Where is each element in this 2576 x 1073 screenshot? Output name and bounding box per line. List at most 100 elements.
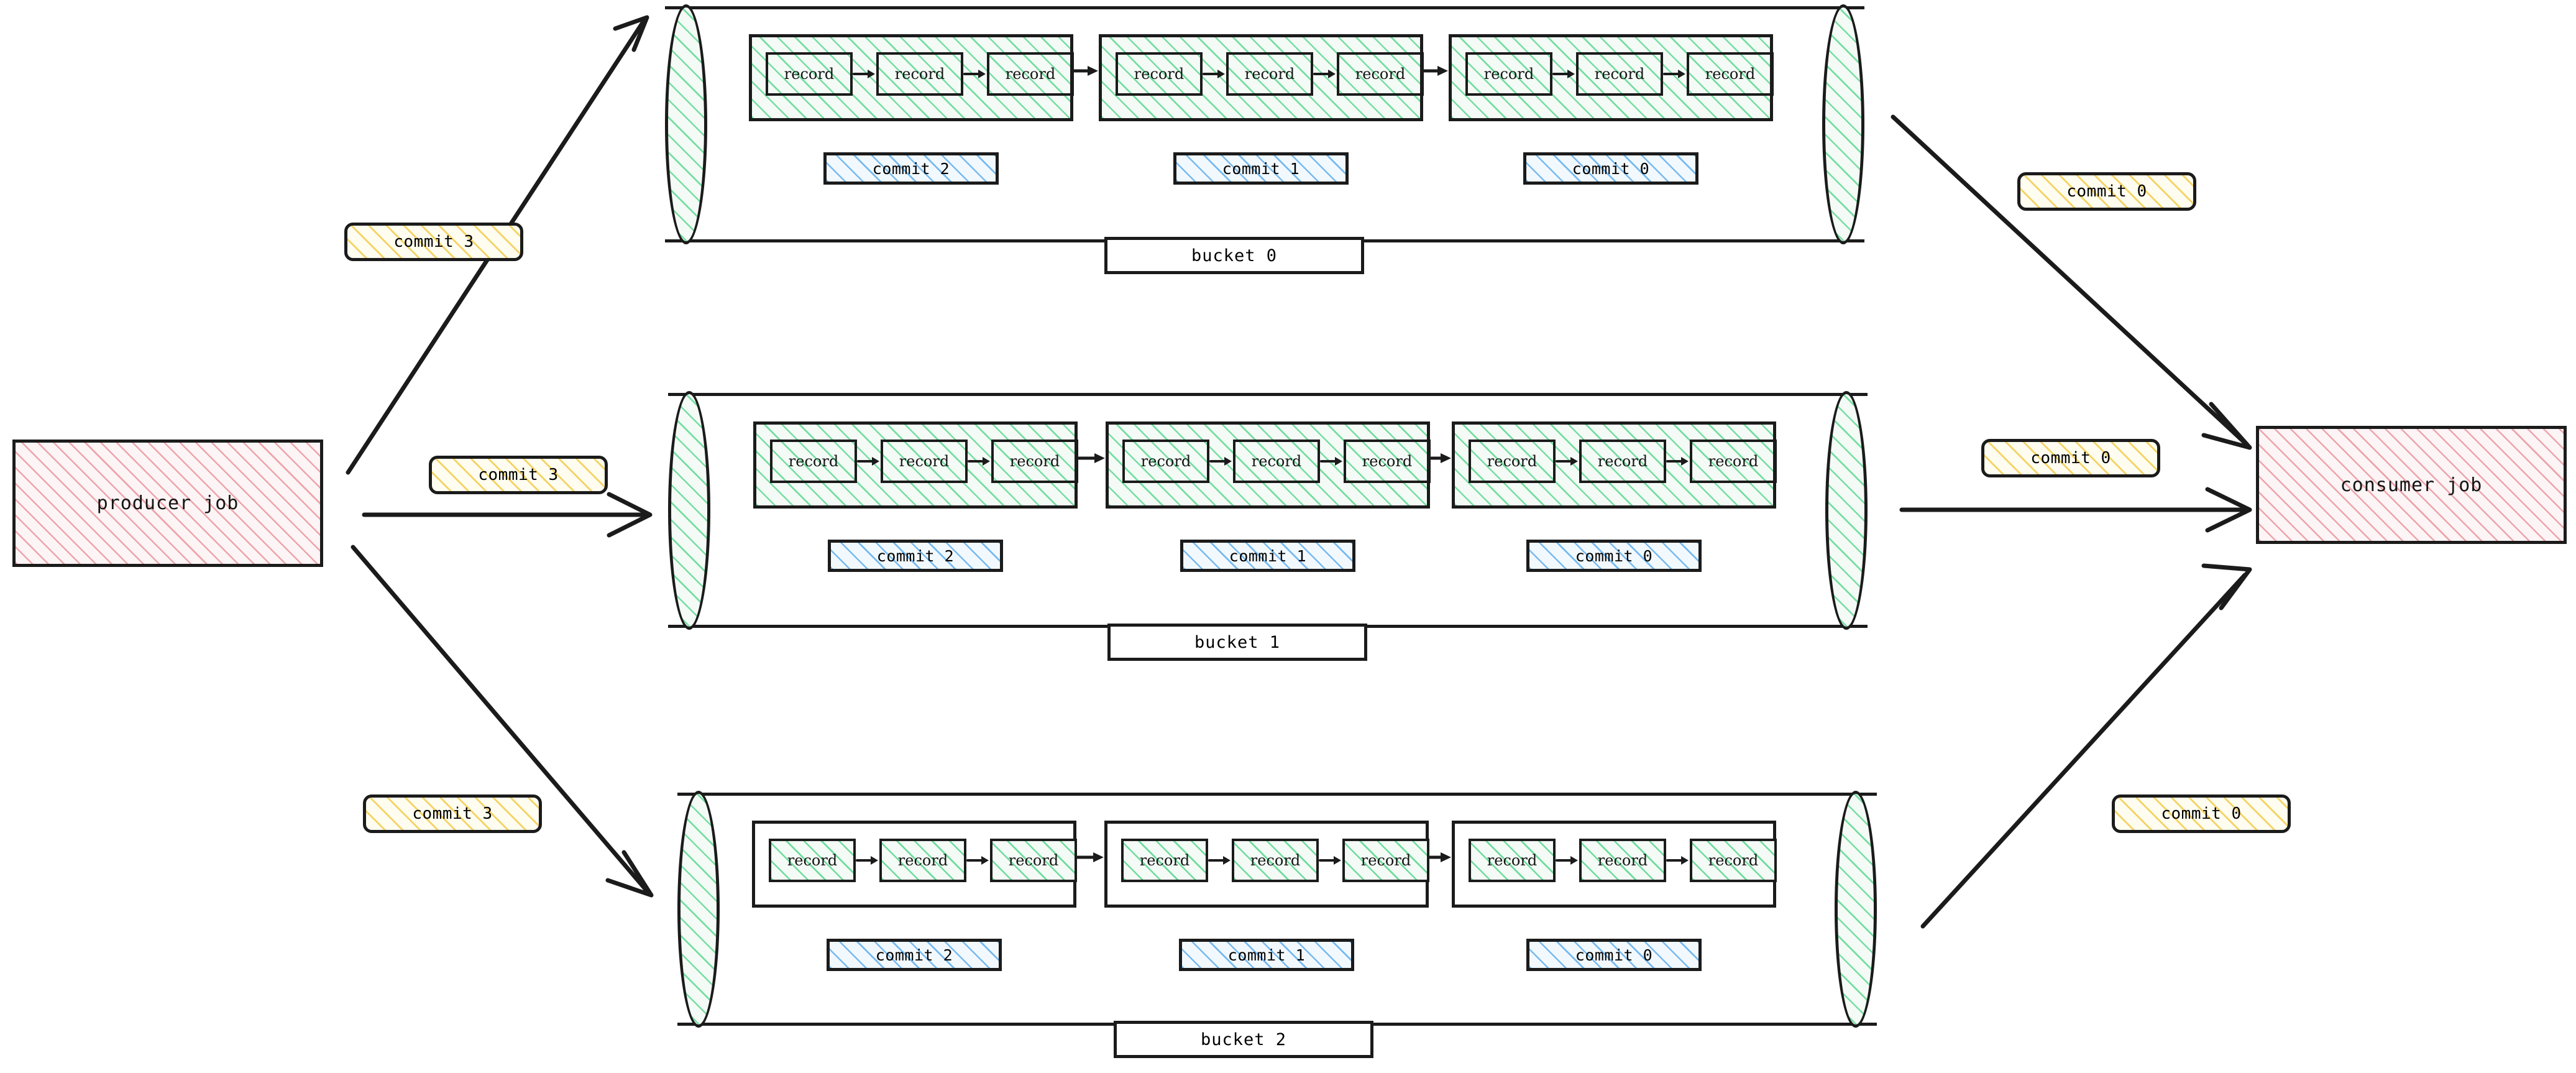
record-box[interactable]: record [1344,440,1431,483]
commit-group[interactable]: record record record [1452,821,1777,908]
commit-group[interactable]: record record record [1452,421,1777,509]
record-label: record [1708,852,1759,869]
record-label: record [1705,65,1756,83]
record-box[interactable]: record [1121,839,1208,882]
record-label: record [1708,453,1759,470]
record-label: record [899,453,950,470]
record-link-arrow-icon [1208,856,1231,865]
record-link-arrow-icon [856,856,878,865]
bucket-label[interactable]: bucket 2 [1114,1021,1373,1058]
commit-tag-label: commit 2 [872,159,950,178]
record-box[interactable]: record [1465,52,1552,96]
produce-edge-pill[interactable]: commit 3 [429,456,608,494]
record-box[interactable]: record [766,52,853,96]
record-box[interactable]: record [1232,839,1319,882]
commit-tag[interactable]: commit 0 [1523,152,1698,185]
record-box[interactable]: record [1342,839,1429,882]
record-link-arrow-icon [1552,70,1575,78]
edge-producer-to-bucket-2 [351,545,654,898]
record-link-arrow-icon [1666,457,1689,466]
record-box[interactable]: record [1690,440,1777,483]
record-box[interactable]: record [1690,839,1777,882]
commit-tag-label: commit 0 [1575,946,1653,964]
record-box[interactable]: record [987,52,1074,96]
record-box[interactable]: record [1469,839,1556,882]
commit-tag[interactable]: commit 1 [1173,152,1349,185]
bucket-label-text: bucket 2 [1200,1029,1287,1049]
producer-job-box[interactable]: producer job [12,440,323,567]
consume-edge-pill-label: commit 0 [2161,804,2242,823]
commit-tag[interactable]: commit 0 [1526,939,1702,971]
record-box[interactable]: record [1337,52,1424,96]
commit-tag-label: commit 1 [1227,946,1306,964]
record-box[interactable]: record [1469,440,1556,483]
produce-edge-pill[interactable]: commit 3 [363,794,542,833]
commit-link-arrow-icon [1073,66,1098,76]
record-box[interactable]: record [1226,52,1313,96]
record-box[interactable]: record [770,440,857,483]
record-label: record [784,65,835,83]
commit-tag[interactable]: commit 2 [827,939,1002,971]
bucket-label-text: bucket 0 [1191,246,1278,265]
produce-edge-pill[interactable]: commit 3 [344,223,523,261]
record-label: record [897,852,948,869]
record-box[interactable]: record [879,839,966,882]
commit-tag-label: commit 0 [1572,159,1650,178]
record-label: record [788,453,839,470]
record-label: record [1487,852,1538,869]
cylinder-cap-left [677,791,720,1028]
commit-tag[interactable]: commit 1 [1179,939,1354,971]
record-box[interactable]: record [769,839,856,882]
record-label: record [1487,453,1538,470]
producer-job-label: producer job [96,492,239,514]
record-box[interactable]: record [881,440,968,483]
record-label: record [1355,65,1406,83]
commit-tag[interactable]: commit 2 [823,152,999,185]
commit-tag-label: commit 1 [1229,546,1307,565]
record-link-arrow-icon [1556,457,1578,466]
commit-group[interactable]: record record record [752,821,1077,908]
record-label: record [1360,852,1411,869]
commit-group[interactable]: record record record [753,421,1078,509]
record-box[interactable]: record [1579,440,1666,483]
record-label: record [1139,852,1190,869]
consume-edge-pill-label: commit 0 [2066,182,2147,201]
consume-edge-pill[interactable]: commit 0 [2017,172,2196,211]
consumer-job-box[interactable]: consumer job [2256,426,2567,544]
record-link-arrow-icon [963,70,986,78]
commit-group[interactable]: record record record [1106,421,1431,509]
commit-group[interactable]: record record record [1104,821,1429,908]
commit-group[interactable]: record record record [1099,34,1424,121]
consume-edge-pill[interactable]: commit 0 [1981,439,2160,477]
consume-edge-pill[interactable]: commit 0 [2112,794,2291,833]
record-box[interactable]: record [1116,52,1203,96]
commit-tag[interactable]: commit 2 [828,540,1003,572]
commit-tag-label: commit 0 [1575,546,1653,565]
bucket-label[interactable]: bucket 1 [1107,624,1367,661]
edge-bucket-2-to-consumer [1920,563,2252,929]
record-box[interactable]: record [1122,440,1209,483]
record-box[interactable]: record [1687,52,1774,96]
commit-tag-label: commit 2 [876,546,955,565]
record-box[interactable]: record [1579,839,1666,882]
cylinder-cap-right [1822,4,1864,244]
bucket-label[interactable]: bucket 0 [1104,237,1364,274]
record-link-arrow-icon [853,70,875,78]
record-box[interactable]: record [1233,440,1320,483]
commit-group[interactable]: record record record [1449,34,1774,121]
commit-group[interactable]: record record record [749,34,1074,121]
record-link-arrow-icon [1663,70,1685,78]
record-box[interactable]: record [876,52,963,96]
record-label: record [1597,453,1648,470]
commit-link-arrow-icon [1076,852,1104,862]
cylinder-cap-left [665,4,707,244]
record-label: record [1594,65,1645,83]
commit-tag[interactable]: commit 0 [1526,540,1702,572]
record-box[interactable]: record [991,440,1078,483]
commit-tag[interactable]: commit 1 [1180,540,1355,572]
record-box[interactable]: record [990,839,1077,882]
record-box[interactable]: record [1576,52,1663,96]
record-label: record [1244,65,1295,83]
record-label: record [894,65,945,83]
